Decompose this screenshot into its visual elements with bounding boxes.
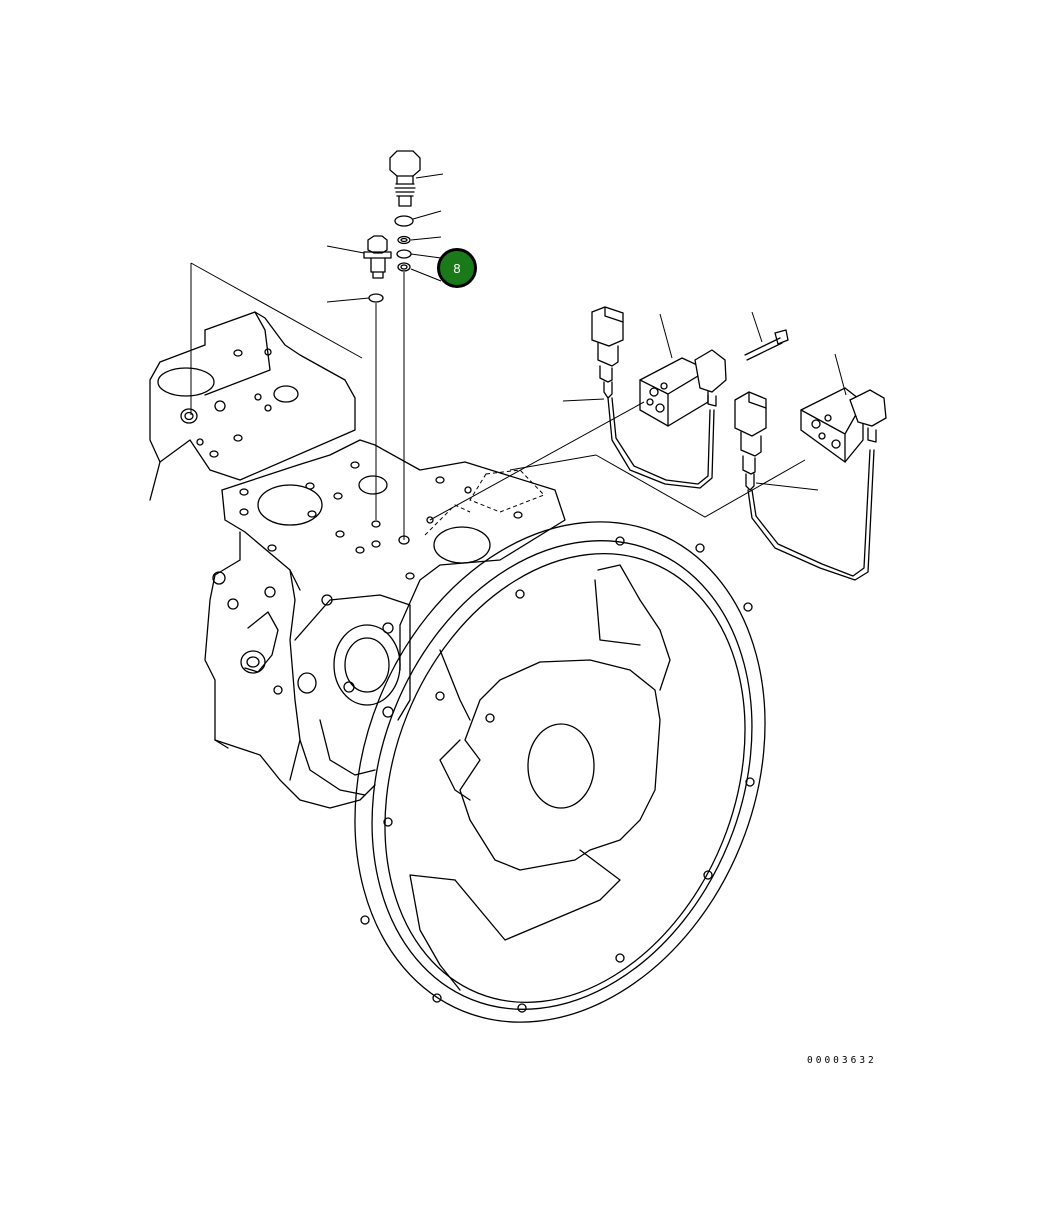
drawing-reference-code: 00003632	[807, 1055, 877, 1066]
bolt-part	[389, 150, 444, 207]
valve-leader-lines	[429, 401, 806, 521]
pump-body	[149, 311, 566, 809]
flywheel-housing	[354, 521, 766, 1023]
pressure-plug-part	[326, 235, 392, 303]
o-ring-stack	[394, 210, 442, 282]
flange-bolt-holes	[360, 536, 755, 1013]
solenoid-valve-1	[562, 306, 789, 489]
assembly-lines	[190, 262, 405, 540]
solenoid-valve-2	[734, 353, 887, 581]
part-callout-8[interactable]: 8	[437, 248, 477, 288]
